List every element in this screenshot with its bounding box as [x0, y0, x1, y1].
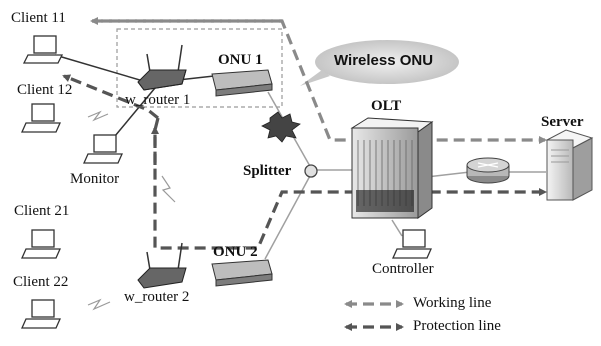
splitter-icon	[304, 164, 318, 178]
laptop-icon	[20, 103, 62, 133]
fiber-break-icon	[261, 111, 301, 143]
olt-label: OLT	[371, 98, 402, 114]
onu-1-label: ONU 1	[218, 52, 263, 68]
legend-working-line	[344, 300, 404, 308]
protection-line-path	[62, 74, 547, 250]
w-router-1-label: w_router 1	[125, 92, 191, 108]
client-21-label: Client 21	[14, 203, 70, 219]
core-router-icon	[466, 157, 510, 184]
wireless-onu-label: Wireless ONU	[334, 52, 434, 69]
router-icon	[137, 242, 187, 289]
laptop-icon	[391, 229, 433, 259]
client-11-label: Client 11	[11, 10, 66, 26]
working-line-path	[90, 17, 547, 144]
olt-rack-icon	[350, 117, 434, 219]
laptop-icon	[20, 229, 62, 259]
legend-working-label: Working line	[413, 295, 492, 311]
laptop-icon	[82, 134, 124, 164]
legend-protection-line	[344, 323, 404, 331]
wireless-onu-box	[116, 28, 283, 108]
legend-protection-label: Protection line	[413, 318, 501, 334]
controller-label: Controller	[372, 261, 434, 277]
client-22-label: Client 22	[13, 274, 69, 290]
laptop-icon	[20, 299, 62, 329]
server-label: Server	[541, 114, 584, 130]
splitter-label: Splitter	[243, 163, 292, 179]
wireless-signal-icon	[87, 110, 176, 311]
server-icon	[545, 129, 594, 201]
w-router-2-label: w_router 2	[124, 289, 190, 305]
onu-icon	[211, 259, 273, 287]
laptop-icon	[22, 35, 64, 64]
monitor-label: Monitor	[70, 171, 120, 187]
onu-icon	[211, 69, 273, 97]
router-icon	[137, 44, 187, 91]
client-12-label: Client 12	[17, 82, 73, 98]
onu-2-label: ONU 2	[213, 244, 258, 260]
